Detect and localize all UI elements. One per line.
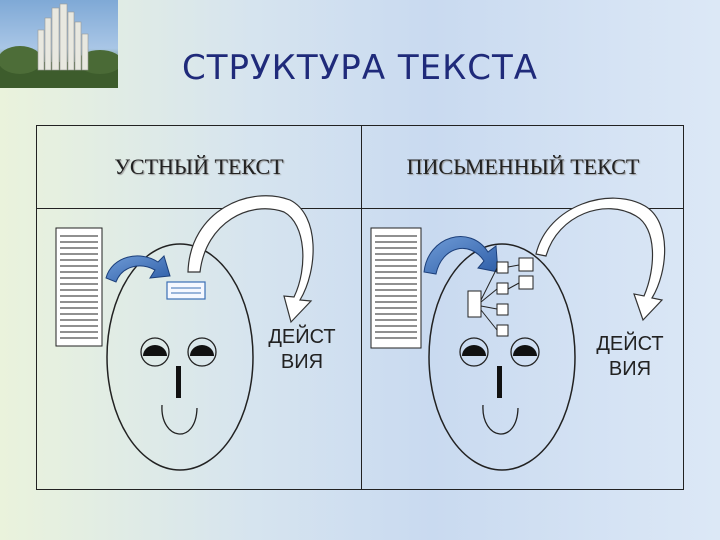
written-text-document [370, 227, 422, 349]
building-illustration [0, 3, 118, 88]
oral-memory-card [166, 281, 206, 300]
written-actions-label: ДЕЙСТ ВИЯ [590, 332, 670, 382]
oral-head-outline [106, 243, 254, 471]
written-output-arrow [535, 197, 666, 322]
building-photo [0, 0, 118, 88]
written-actions-line2: ВИЯ [608, 358, 652, 380]
written-actions-line1: ДЕЙСТ [596, 333, 664, 355]
written-text-header: ПИСЬМЕННЫЙ ТЕКСТ [406, 154, 640, 179]
oral-actions-line2: ВИЯ [280, 351, 324, 373]
table-header-divider [37, 208, 683, 209]
oral-input-arrow [105, 255, 171, 283]
oral-face [140, 337, 217, 435]
oral-text-document [55, 227, 103, 347]
table-column-divider [361, 126, 362, 489]
oral-actions-line1: ДЕЙСТ [268, 326, 336, 348]
written-face [459, 337, 540, 435]
slide-title: СТРУКТУРА ТЕКСТА [181, 48, 539, 88]
oral-output-arrow [187, 195, 314, 324]
oral-actions-label: ДЕЙСТ ВИЯ [262, 325, 342, 375]
written-structure-tree [467, 257, 534, 337]
written-input-arrow [423, 236, 499, 275]
written-head-outline [428, 243, 576, 471]
oral-text-header: УСТНЫЙ ТЕКСТ [114, 154, 284, 179]
comparison-table: УСТНЫЙ ТЕКСТ ПИСЬМЕННЫЙ ТЕКСТ [36, 125, 684, 490]
